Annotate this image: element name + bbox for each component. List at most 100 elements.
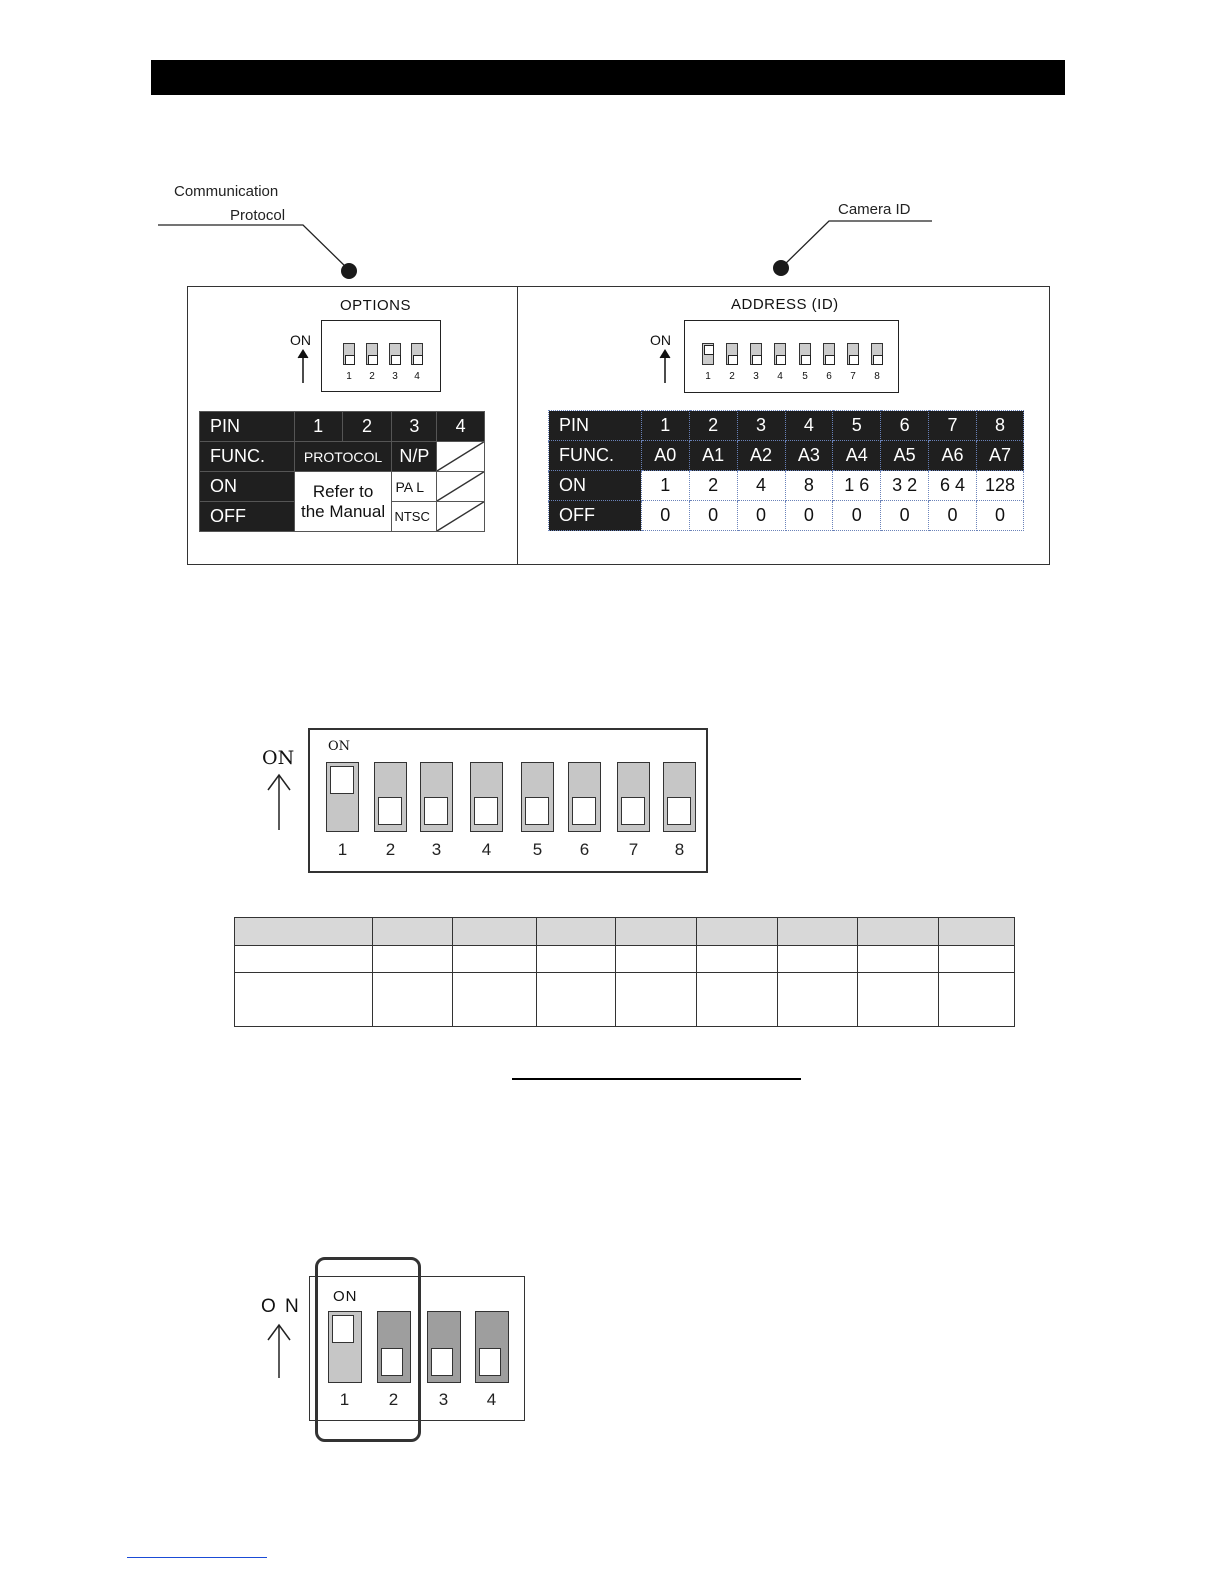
callout-communication: Communication xyxy=(174,183,279,200)
dip8-switch-num: 5 xyxy=(532,840,543,859)
dip8-switch-5[interactable] xyxy=(521,762,554,832)
options-switch-2[interactable] xyxy=(366,343,378,365)
options-switch-4[interactable] xyxy=(411,343,423,365)
dip4-switch-3[interactable] xyxy=(427,1311,461,1383)
address-switch-1[interactable] xyxy=(702,343,714,365)
address-on-value: 128 xyxy=(976,470,1024,501)
dip8-on-arrow-icon xyxy=(267,773,291,830)
address-switch-num: 4 xyxy=(777,371,783,382)
address-off-value: 0 xyxy=(736,500,786,531)
dip8-inner-on-label: ON xyxy=(328,739,351,754)
options-func-unused xyxy=(436,441,485,472)
dip4-switch-1[interactable] xyxy=(328,1311,362,1383)
dip8-switch-num: 4 xyxy=(481,840,492,859)
dip8-switch-8[interactable] xyxy=(663,762,696,832)
address-on-value: 3 2 xyxy=(880,470,930,501)
address-on-label: ON xyxy=(548,470,642,501)
address-switch-num: 7 xyxy=(850,371,856,382)
address-func: A5 xyxy=(880,440,930,471)
options-refer-manual: Refer to the Manual xyxy=(293,471,393,532)
address-pin: 8 xyxy=(976,410,1024,441)
dip8-switch-6[interactable] xyxy=(568,762,601,832)
address-on-arrow-icon xyxy=(659,349,671,383)
address-off-value: 0 xyxy=(688,500,738,531)
blank-table-row xyxy=(234,972,1015,1027)
header-bar xyxy=(151,60,1065,95)
address-off-value: 0 xyxy=(832,500,882,531)
section-rule xyxy=(512,1078,801,1080)
options-on-arrow-icon xyxy=(297,349,309,383)
dip8-switch-num: 7 xyxy=(628,840,639,859)
dip4-switch-block: ON 1 2 3 4 xyxy=(309,1276,525,1421)
options-pin: 4 xyxy=(436,411,485,442)
dip8-switch-4[interactable] xyxy=(470,762,503,832)
dip4-switch-num: 4 xyxy=(486,1390,497,1409)
address-pin-label: PIN xyxy=(548,410,642,441)
options-on-unused xyxy=(436,471,485,502)
dip4-switch-num: 3 xyxy=(438,1390,449,1409)
dip8-switch-1[interactable] xyxy=(326,762,359,832)
options-switch-3[interactable] xyxy=(389,343,401,365)
address-switch-6[interactable] xyxy=(823,343,835,365)
dip8-switch-3[interactable] xyxy=(420,762,453,832)
dip8-on-label: ON xyxy=(262,747,295,769)
options-on-np: PA L xyxy=(391,471,438,502)
address-func: A3 xyxy=(784,440,834,471)
panel-divider xyxy=(517,286,518,565)
address-switch-2[interactable] xyxy=(726,343,738,365)
address-switch-7[interactable] xyxy=(847,343,859,365)
address-switch-3[interactable] xyxy=(750,343,762,365)
refer-line-1: Refer to xyxy=(312,481,374,501)
address-pin: 1 xyxy=(640,410,690,441)
address-off-value: 0 xyxy=(928,500,977,531)
dip8-switch-num: 8 xyxy=(674,840,685,859)
options-pin: 2 xyxy=(341,411,393,442)
options-on-label: ON xyxy=(290,332,311,348)
callout-protocol: Protocol xyxy=(230,207,286,224)
address-switch-4[interactable] xyxy=(774,343,786,365)
address-func: A4 xyxy=(832,440,882,471)
dip4-switch-4[interactable] xyxy=(475,1311,509,1383)
address-switch-5[interactable] xyxy=(799,343,811,365)
dip8-switch-7[interactable] xyxy=(617,762,650,832)
address-pin: 7 xyxy=(928,410,977,441)
options-func-protocol: PROTOCOL xyxy=(293,441,393,472)
address-off-value: 0 xyxy=(976,500,1024,531)
options-switch-num: 3 xyxy=(392,371,398,382)
address-func: A7 xyxy=(976,440,1024,471)
dip4-highlight-box xyxy=(315,1257,421,1442)
address-func: A6 xyxy=(928,440,977,471)
address-on-value: 2 xyxy=(688,470,738,501)
options-title: OPTIONS xyxy=(340,297,412,314)
address-switch-8[interactable] xyxy=(871,343,883,365)
options-off-np: NTSC xyxy=(391,501,438,532)
address-on-value: 4 xyxy=(736,470,786,501)
address-pin: 6 xyxy=(880,410,930,441)
dip8-switch-2[interactable] xyxy=(374,762,407,832)
dip4-switch-num: 2 xyxy=(388,1390,399,1409)
address-switch-num: 1 xyxy=(705,371,711,382)
options-switch-num: 1 xyxy=(346,371,352,382)
dip4-on-label: O N xyxy=(261,1296,301,1317)
dip8-switch-num: 3 xyxy=(431,840,442,859)
footer-link-underline[interactable] xyxy=(127,1557,267,1558)
options-switch-1[interactable] xyxy=(343,343,355,365)
dip8-switch-num: 6 xyxy=(579,840,590,859)
callout-camera-id: Camera ID xyxy=(838,201,911,218)
address-title: ADDRESS (ID) xyxy=(731,296,839,313)
options-switch-num: 4 xyxy=(414,371,420,382)
address-pin: 5 xyxy=(832,410,882,441)
address-on-value: 8 xyxy=(784,470,834,501)
options-pin: 3 xyxy=(391,411,438,442)
callout-leader-lines xyxy=(158,220,932,271)
address-off-label: OFF xyxy=(548,500,642,531)
address-on-value: 1 6 xyxy=(832,470,882,501)
dip4-switch-2[interactable] xyxy=(377,1311,411,1383)
address-pin: 2 xyxy=(688,410,738,441)
address-func: A2 xyxy=(736,440,786,471)
address-func-label: FUNC. xyxy=(548,440,642,471)
address-switch-num: 6 xyxy=(826,371,832,382)
options-func-label: FUNC. xyxy=(199,441,295,472)
address-func: A0 xyxy=(640,440,690,471)
dip4-inner-on-label: ON xyxy=(333,1288,358,1305)
